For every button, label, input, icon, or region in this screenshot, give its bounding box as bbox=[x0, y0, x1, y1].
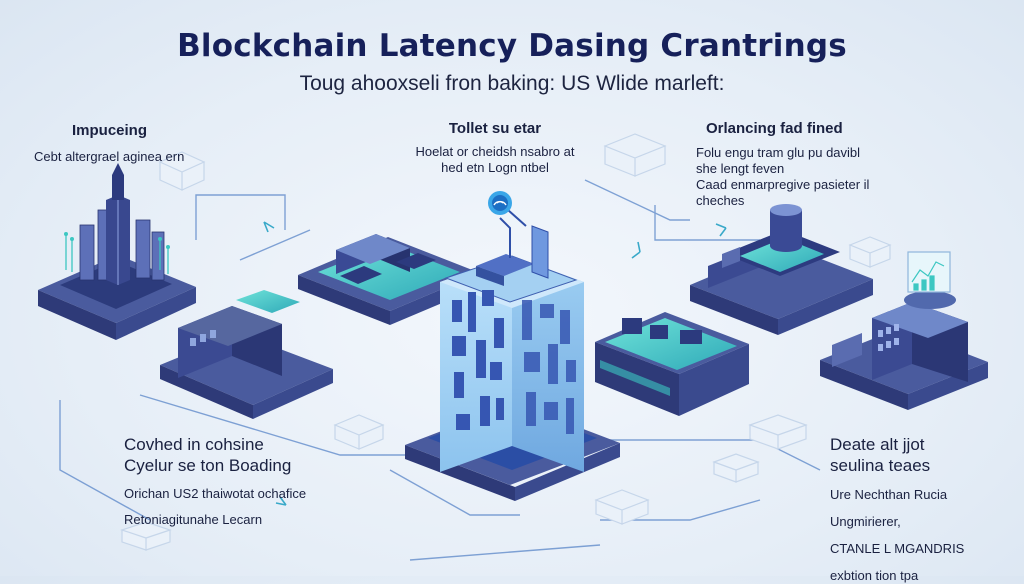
ghost-cube bbox=[848, 236, 892, 268]
callout-heading: Cyelur se ton Boading bbox=[124, 456, 292, 475]
connection-line bbox=[59, 400, 151, 521]
signal-icon bbox=[488, 191, 512, 215]
callout-heading: Covhed in cohsine bbox=[124, 435, 264, 454]
node-data-center bbox=[38, 163, 196, 340]
callout-text: Hoelat or cheidsh nsabro at bbox=[415, 144, 575, 159]
callout-heading: Impuceing bbox=[72, 122, 148, 139]
callout-text: Cebt altergrael aginea ern bbox=[34, 149, 185, 164]
ghost-cube bbox=[158, 151, 206, 191]
callout-text: Orichan US2 thaiwotat ochafice bbox=[124, 486, 307, 501]
ghost-cube bbox=[748, 414, 808, 450]
ghost-cube bbox=[712, 453, 760, 483]
page-title: Blockchain Latency Dasing Crantrings bbox=[177, 28, 847, 64]
node-office-tower bbox=[820, 251, 988, 410]
connection-line bbox=[389, 469, 520, 516]
callout-bottom-left: Covhed in cohsine Cyelur se ton Boading … bbox=[124, 434, 384, 528]
node-server-house bbox=[160, 290, 333, 419]
callout-text: Ure Nechthan Rucia bbox=[830, 487, 948, 502]
arrow-icon bbox=[263, 221, 275, 233]
callout-top-right: Orlancing fad fined Folu engu tram glu p… bbox=[696, 119, 916, 209]
network-connections bbox=[59, 179, 821, 561]
connection-line bbox=[239, 229, 311, 261]
central-blockchain-tower bbox=[405, 191, 620, 501]
callout-text: Ungmirierer, bbox=[830, 514, 901, 529]
callout-text: Retoniagitunahe Lecarn bbox=[124, 512, 263, 527]
callout-text: she lengt feven bbox=[696, 161, 785, 176]
cylinder-tank bbox=[770, 210, 802, 252]
callout-heading: Tollet su etar bbox=[448, 120, 542, 137]
ghost-cube bbox=[603, 133, 667, 177]
arrow-icon bbox=[631, 241, 641, 259]
arrow-icon bbox=[715, 223, 727, 237]
ghost-cube bbox=[333, 414, 385, 450]
node-reactor bbox=[690, 204, 873, 335]
callout-text: cheches bbox=[696, 193, 745, 208]
callout-heading: Deate alt jjot bbox=[830, 435, 925, 454]
arrow-icon bbox=[275, 496, 287, 506]
tower-circuit-pattern bbox=[452, 290, 576, 434]
callout-heading: seulina teaes bbox=[830, 456, 931, 475]
callout-bottom-right: Deate alt jjot seulina teaes Ure Nechtha… bbox=[830, 434, 1020, 584]
callout-top-center: Tollet su etar Hoelat or cheidsh nsabro … bbox=[395, 119, 595, 176]
ghost-cube bbox=[594, 489, 650, 525]
callout-text: hed etn Logn ntbel bbox=[441, 160, 549, 175]
callout-text: CTANLE L MGANDRIS bbox=[830, 541, 965, 556]
callout-text: Caad enmarpregive pasieter il bbox=[696, 177, 870, 192]
callout-top-left: Impuceing Cebt altergrael aginea ern bbox=[34, 121, 234, 165]
connection-line bbox=[409, 544, 601, 561]
connection-line bbox=[195, 194, 286, 240]
connection-line bbox=[584, 179, 690, 221]
callout-heading: Orlancing fad fined bbox=[706, 120, 843, 137]
page-subtitle: Toug ahooxseli fron baking: US Wlide mar… bbox=[299, 72, 725, 95]
node-lab-platform bbox=[595, 312, 749, 416]
hologram-chart bbox=[907, 251, 951, 293]
ghost-cube bbox=[120, 521, 172, 551]
callout-text: Folu engu tram glu pu davibl bbox=[696, 145, 861, 160]
antenna-panel bbox=[531, 225, 549, 279]
floating-cubes bbox=[120, 133, 892, 551]
connection-line bbox=[139, 394, 430, 456]
connection-line bbox=[654, 205, 760, 241]
